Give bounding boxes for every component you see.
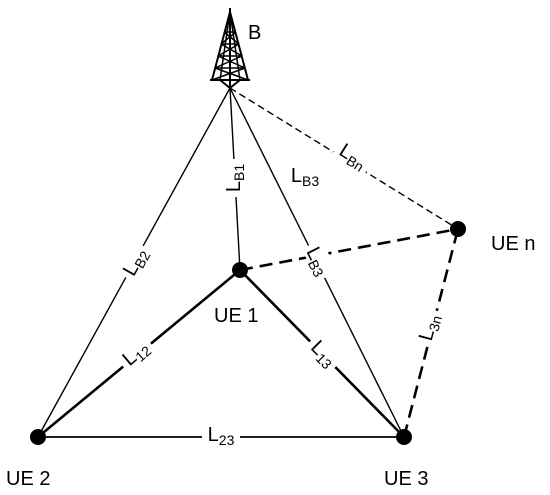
node-label-ue2: UE 2	[6, 468, 50, 490]
link-label-23: L23	[202, 422, 240, 448]
svg-text:LB3: LB3	[291, 165, 319, 189]
node-ue2	[30, 429, 46, 445]
node-label-ue3: UE 3	[384, 468, 428, 490]
svg-text:LB1: LB1	[223, 164, 247, 192]
svg-text:LB3: LB3	[300, 244, 334, 280]
tower-icon	[210, 8, 250, 89]
svg-text:L23: L23	[208, 424, 235, 448]
link-label-b2: LB2	[115, 239, 154, 283]
base-station-label: B	[248, 22, 261, 44]
node-ue3	[396, 429, 412, 445]
links	[37, 87, 460, 439]
node-uen	[450, 221, 466, 237]
node-ue1	[232, 262, 248, 278]
link-label-3n: L3n	[411, 306, 445, 348]
link-label-b1: LB1	[221, 159, 247, 197]
link-label-bn: LBn	[332, 135, 377, 175]
svg-text:L3n: L3n	[415, 312, 445, 344]
node-label-uen: UE n	[491, 233, 535, 255]
link-label-13: L13	[304, 331, 346, 373]
node-label-ue1: UE 1	[214, 305, 258, 327]
link-ue1-uen	[239, 227, 459, 272]
link-label-b3-second: LB3	[300, 239, 338, 282]
link-label-12: L12	[113, 331, 156, 372]
link-label-b3: LB3	[291, 165, 319, 189]
nodes	[30, 221, 466, 445]
